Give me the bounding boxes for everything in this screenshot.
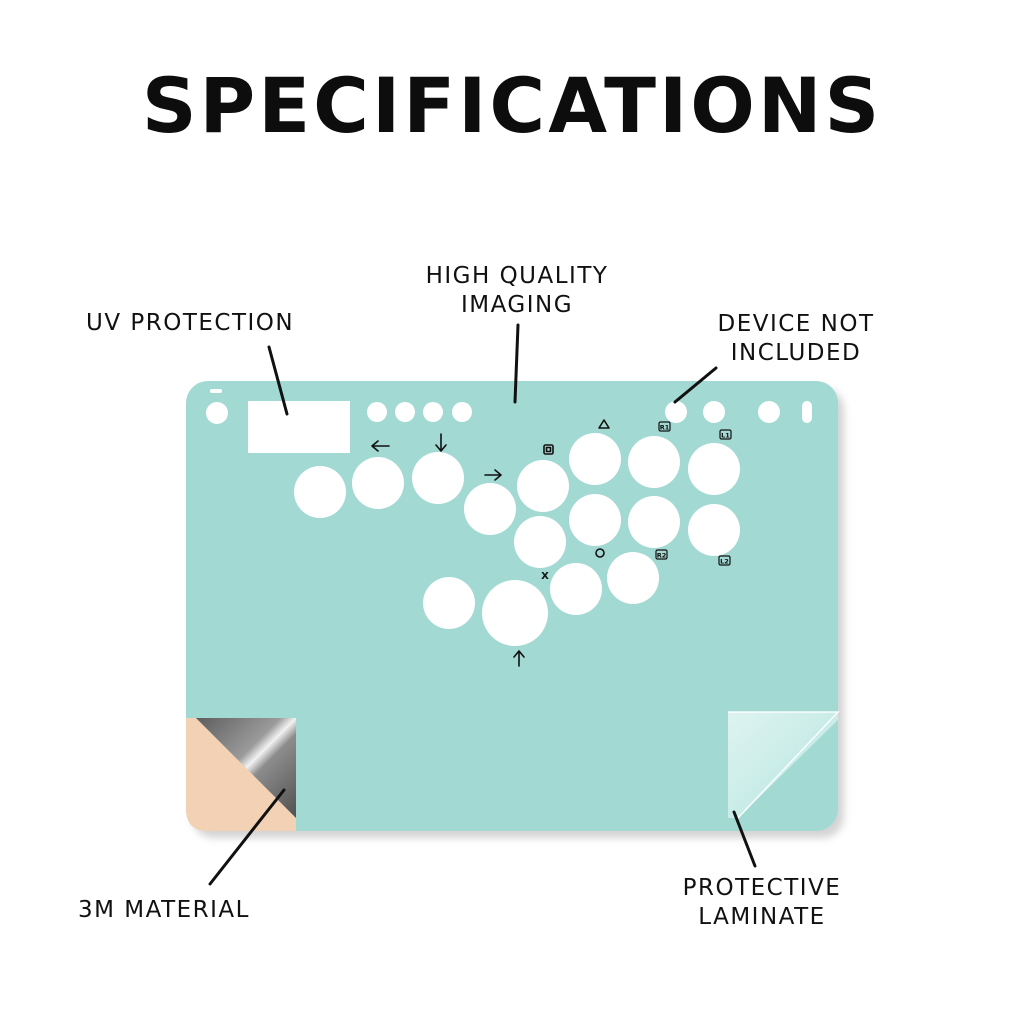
r1-label: R1	[660, 424, 670, 432]
callout-imaging-line-1: HIGH QUALITY	[425, 263, 609, 289]
button-hole-up	[482, 580, 548, 646]
callout-laminate-line-1: PROTECTIVE	[682, 875, 842, 901]
button-hole	[607, 552, 659, 604]
mount-hole	[206, 402, 228, 424]
left-arrow-icon	[371, 440, 390, 452]
cross-label: X	[541, 571, 549, 582]
up-arrow-icon	[513, 650, 525, 667]
button-hole-down	[412, 452, 464, 504]
down-arrow-icon	[435, 433, 447, 452]
peel-corner-3m	[186, 718, 296, 831]
r2-label: R2	[657, 552, 667, 560]
button-hole-left	[352, 457, 404, 509]
button-hole-circle	[569, 494, 621, 546]
l1-tag: L1	[719, 429, 732, 440]
button-holes	[294, 433, 740, 646]
callout-laminate-line-2: LAMINATE	[698, 904, 826, 930]
button-hole-square	[517, 460, 569, 512]
option-button-hole	[423, 402, 443, 422]
callout-uv-protection-text: UV PROTECTION	[86, 310, 295, 336]
right-arrow-icon	[484, 469, 502, 481]
square-icon	[543, 444, 554, 455]
option-button-hole	[665, 401, 687, 423]
strap-slot	[802, 401, 812, 423]
page-title: SPECIFICATIONS	[141, 61, 883, 150]
button-hole-r2	[628, 496, 680, 548]
r1-tag: R1	[658, 421, 671, 432]
option-button-hole	[452, 402, 472, 422]
peel-corner-laminate	[728, 711, 840, 819]
option-button-hole	[367, 402, 387, 422]
device-leader	[673, 366, 718, 404]
circle-icon	[595, 548, 605, 558]
button-hole	[294, 466, 346, 518]
laminate-flap	[728, 712, 838, 818]
callout-device-not-included: DEVICE NOT INCLUDED	[706, 310, 886, 368]
l1-label: L1	[721, 432, 730, 440]
button-hole	[423, 577, 475, 629]
button-hole	[550, 563, 602, 615]
l2-label: L2	[720, 558, 729, 566]
uv-protection-leader	[267, 345, 289, 416]
button-hole-triangle	[569, 433, 621, 485]
callout-device-line-2: INCLUDED	[730, 340, 862, 366]
button-hole-r1	[628, 436, 680, 488]
callout-uv-protection: UV PROTECTION	[86, 309, 294, 338]
option-button-hole	[703, 401, 725, 423]
laminate-leader	[732, 810, 757, 868]
callout-device-line-1: DEVICE NOT	[717, 311, 875, 337]
option-button-hole	[395, 402, 415, 422]
callout-protective-laminate: PROTECTIVE LAMINATE	[672, 874, 852, 932]
button-hole-cross	[514, 516, 566, 568]
display-cutout	[248, 401, 350, 453]
tiny-slot	[210, 389, 222, 393]
r2-tag: R2	[655, 549, 668, 560]
material-leader	[208, 788, 286, 886]
l2-tag: L2	[718, 555, 731, 566]
callout-high-quality-imaging: HIGH QUALITY IMAGING	[412, 262, 622, 320]
callout-3m-material: 3M MATERIAL	[78, 896, 250, 925]
button-hole-l2	[688, 504, 740, 556]
metal-foil-flap	[196, 718, 296, 818]
button-hole-right	[464, 483, 516, 535]
callout-imaging-line-2: IMAGING	[460, 292, 574, 318]
option-button-hole	[758, 401, 780, 423]
callout-material-text: 3M MATERIAL	[78, 897, 250, 923]
triangle-icon	[598, 419, 610, 429]
button-hole-l1	[688, 443, 740, 495]
imaging-leader	[513, 323, 520, 404]
